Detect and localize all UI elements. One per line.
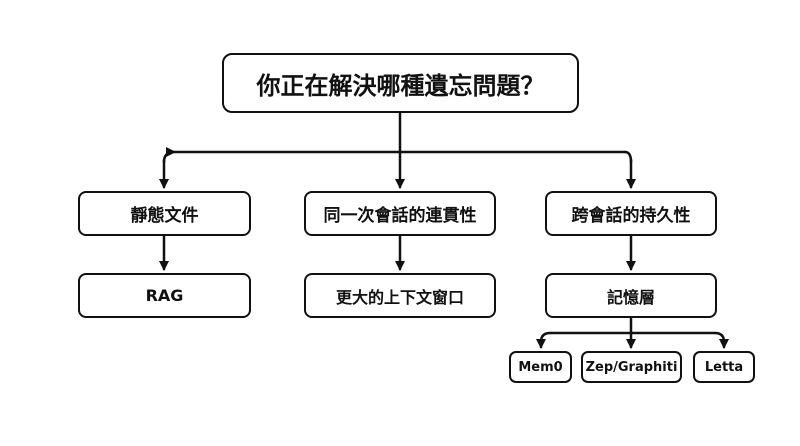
- tool-label: Mem0: [518, 359, 563, 375]
- tool-label: Letta: [704, 359, 744, 375]
- tool-mem0-node: Mem0: [509, 351, 572, 383]
- branch-session-coherence-node: 同一次會話的連貫性: [304, 191, 496, 236]
- tool-zep-graphiti-node: Zep/Graphiti: [581, 351, 682, 383]
- branch-label: 同一次會話的連貫性: [323, 206, 477, 226]
- connector-memory-letta: [713, 331, 729, 349]
- tool-letta-node: Letta: [693, 351, 755, 383]
- root-question-node: 你正在解決哪種遺忘問題？: [222, 53, 579, 113]
- branch-cross-session-node: 跨會話的持久性: [545, 191, 717, 236]
- branch-static-docs-node: 靜態文件: [78, 191, 251, 236]
- branch-label: 靜態文件: [130, 206, 199, 226]
- solution-memory-layer-node: 記憶層: [545, 273, 717, 318]
- solution-rag-node: RAG: [78, 273, 251, 318]
- solution-label: RAG: [145, 286, 184, 305]
- solution-label: 更大的上下文窗口: [335, 287, 464, 307]
- solution-label: 記憶層: [606, 287, 655, 307]
- root-question-label: 你正在解決哪種遺忘問題？: [256, 71, 545, 100]
- connector-memory-mem0: [536, 331, 552, 349]
- solution-context-window-node: 更大的上下文窗口: [304, 273, 496, 318]
- connector-root-static: [162, 147, 176, 164]
- tool-label: Zep/Graphiti: [585, 359, 678, 375]
- branch-label: 跨會話的持久性: [571, 206, 691, 226]
